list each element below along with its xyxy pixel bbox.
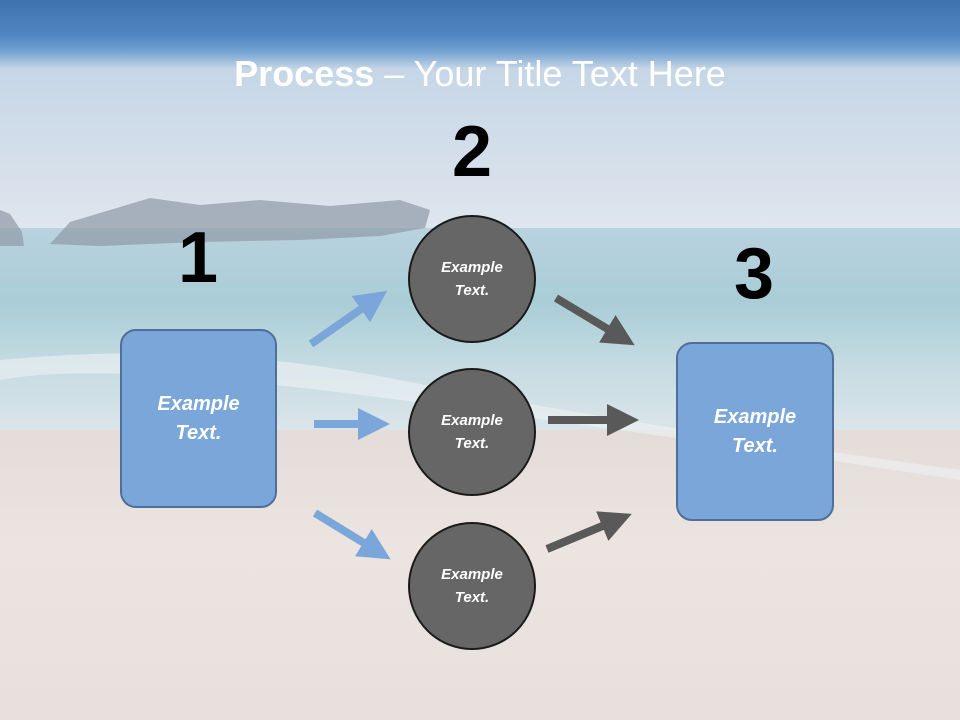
circle-bottom-line1: Example (441, 566, 503, 583)
title-rest: – Your Title Text Here (374, 53, 726, 94)
left-box-line2: Text. (175, 421, 222, 444)
arrow-bottom-to-right (545, 511, 632, 553)
page-title: Process – Your Title Text Here (0, 52, 960, 96)
background-sky (0, 0, 960, 230)
arrow-top-to-right (553, 294, 635, 346)
circle-middle-line1: Example (441, 412, 503, 429)
left-box-line1: Example (157, 392, 240, 415)
circle-middle-line2: Text. (454, 435, 490, 452)
step-number-2: 2 (451, 112, 493, 192)
step-number-1: 1 (177, 218, 219, 298)
right-box: Example Text. (676, 342, 834, 521)
circle-top-line2: Text. (454, 282, 490, 299)
right-box-line1: Example (713, 405, 797, 428)
left-box: Example Text. (120, 329, 277, 508)
circle-top: Example Text. (408, 215, 536, 343)
title-bold: Process (234, 53, 375, 94)
arrow-left-to-top (308, 290, 388, 348)
step-number-3: 3 (733, 234, 775, 314)
circle-bottom-line2: Text. (454, 589, 490, 606)
circle-top-line1: Example (441, 259, 503, 276)
right-box-line2: Text. (732, 434, 778, 457)
circle-middle: Example Text. (408, 368, 536, 496)
circle-bottom: Example Text. (408, 522, 536, 650)
arrow-left-to-bottom (312, 509, 391, 560)
